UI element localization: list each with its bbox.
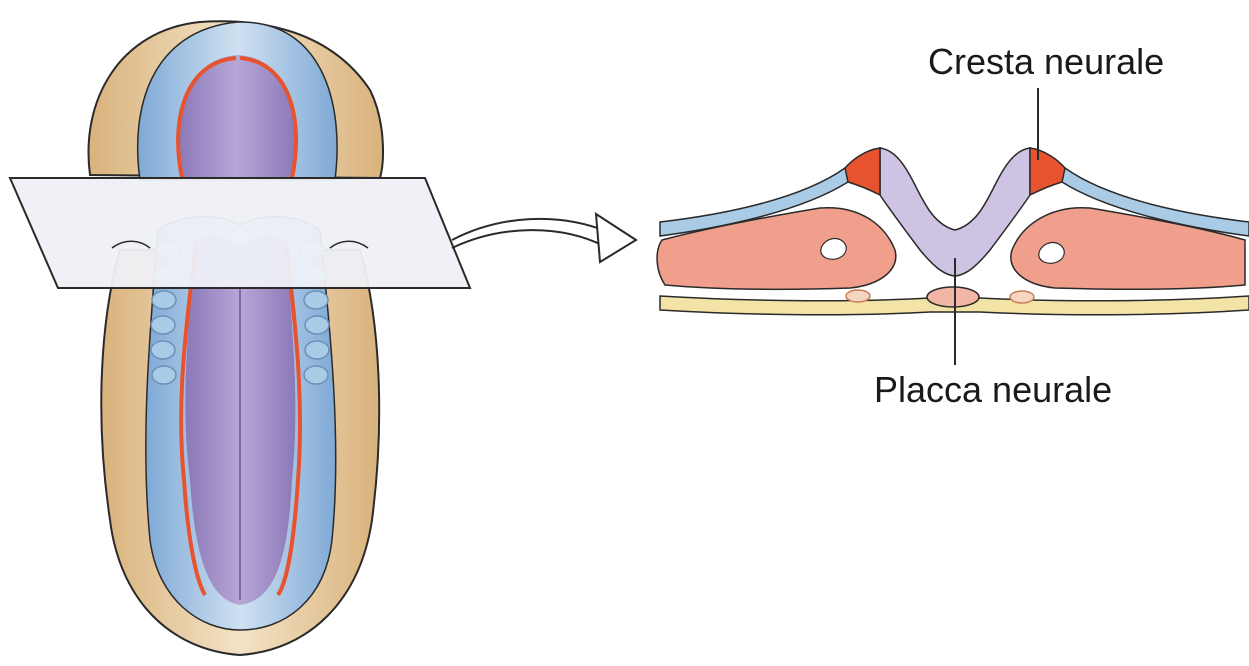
neural-crest-right xyxy=(1030,148,1065,195)
vessel-left xyxy=(846,290,870,302)
label-neural-plate: Placca neurale xyxy=(874,372,1112,408)
vessel-right xyxy=(1010,291,1034,303)
section-plane xyxy=(10,178,470,288)
label-neural-crest: Cresta neurale xyxy=(928,44,1164,80)
embryo-dorsal-view xyxy=(10,21,470,655)
neural-crest-left xyxy=(845,148,880,195)
notochord xyxy=(927,287,979,307)
curved-arrow-icon xyxy=(452,214,636,262)
cross-section xyxy=(657,88,1249,365)
neural-plate-section xyxy=(880,148,1030,276)
